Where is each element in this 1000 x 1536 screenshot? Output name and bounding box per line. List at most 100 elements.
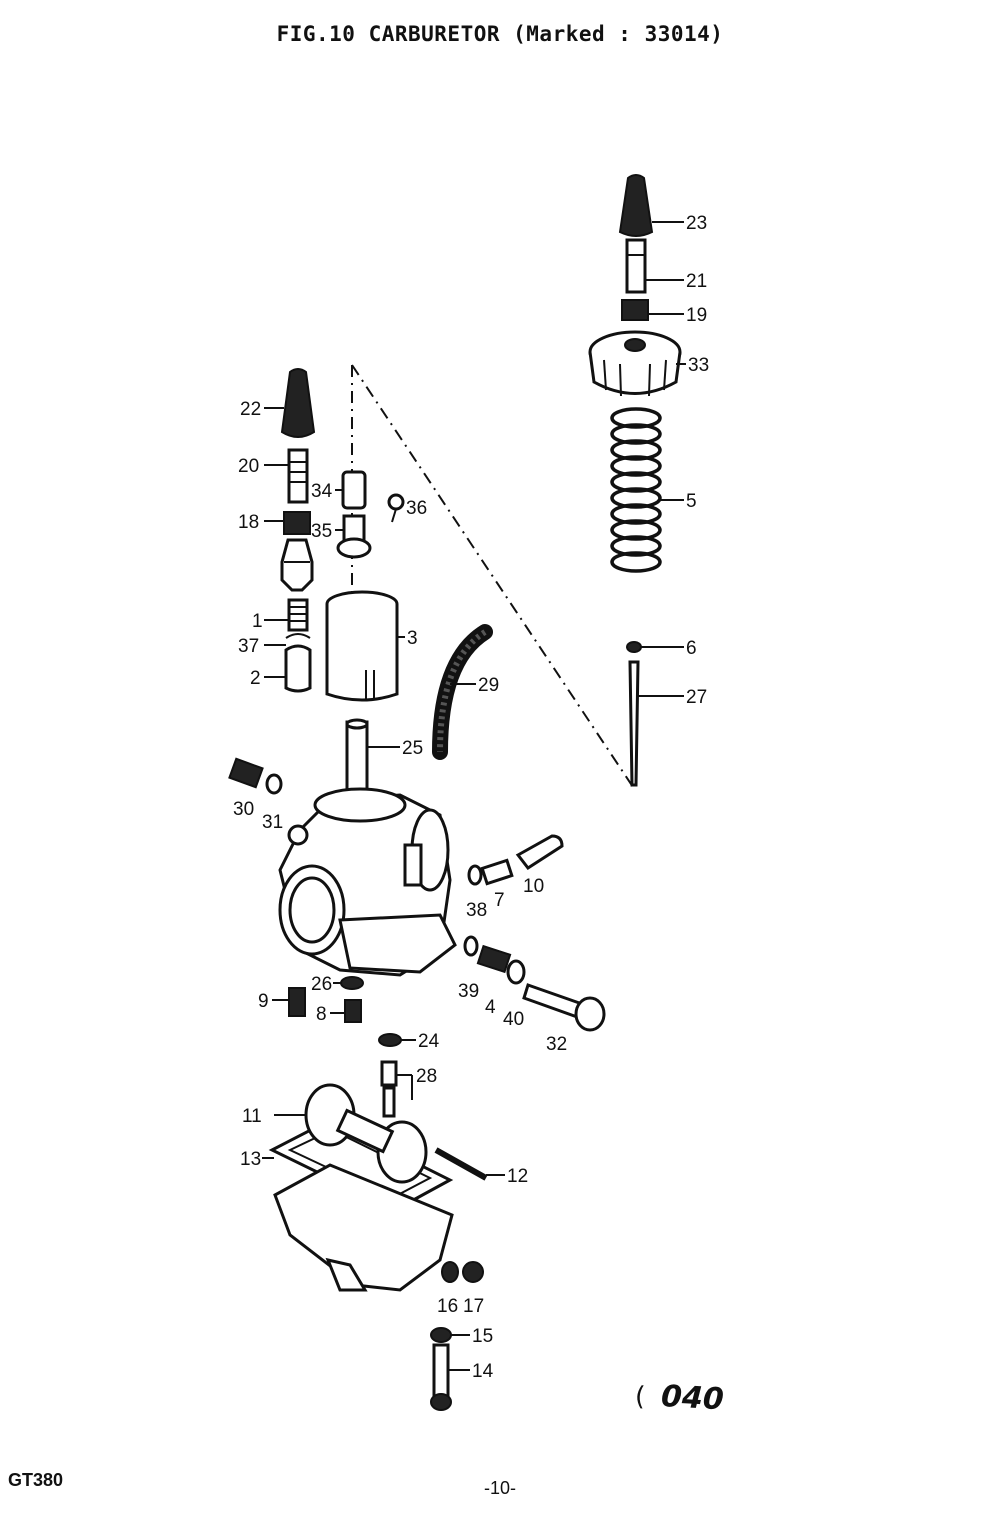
part-21-cable-adjuster: [625, 238, 647, 294]
callout-14: 14: [472, 1361, 494, 1382]
callout-30: 30: [233, 799, 254, 820]
callout-19: 19: [686, 305, 707, 326]
part-5-throttle-valve-spring: [610, 407, 662, 573]
spring-coil: [610, 439, 662, 461]
part-11-float: [304, 1083, 428, 1184]
part-22-cable-boot: [280, 368, 316, 438]
callout-4: 4: [485, 997, 496, 1018]
model-code: GT380: [8, 1470, 64, 1490]
part-1-plunger-spring: [287, 598, 309, 632]
part-36-screw: [387, 493, 405, 523]
callout-16: 16: [437, 1296, 458, 1317]
callout-27: 27: [686, 687, 707, 708]
part-14-bolt: [430, 1343, 452, 1411]
spring-coil: [610, 535, 662, 557]
stamp-mark: (: [634, 1381, 646, 1413]
callout-6: 6: [686, 638, 697, 659]
spring-coil: [610, 503, 662, 525]
part-33-mixing-chamber-cap: [588, 330, 682, 397]
callout-23: 23: [686, 213, 707, 234]
starter-plunger-body: [280, 538, 314, 592]
callout-1: 1: [252, 611, 263, 632]
callout-32: 32: [546, 1034, 567, 1055]
part-34-cap: [341, 470, 367, 510]
callout-5: 5: [686, 491, 697, 512]
part-39-washer: [463, 935, 479, 957]
stamp-code: 040: [660, 1379, 725, 1418]
part-24-washer: [378, 1033, 402, 1047]
part-23-cable-boot: [618, 174, 654, 237]
callout-35: 35: [311, 521, 332, 542]
part-40-o-ring: [506, 959, 526, 985]
spring-coil: [610, 551, 662, 573]
callout-33: 33: [688, 355, 709, 376]
callout-18: 18: [238, 512, 259, 533]
part-18-lock-nut: [283, 511, 311, 535]
callout-28: 28: [416, 1066, 437, 1087]
callout-38: 38: [466, 900, 487, 921]
part-2-starter-plunger: [284, 644, 312, 693]
page-number: -10-: [483, 1478, 516, 1498]
part-27-jet-needle: [628, 660, 640, 787]
callout-20: 20: [238, 456, 259, 477]
spring-coil: [610, 423, 662, 445]
part-20-cable-adjuster: [287, 448, 309, 504]
callout-36: 36: [406, 498, 427, 519]
callout-2: 2: [250, 668, 261, 689]
assembly-line: [351, 364, 636, 791]
part-35-fitting: [336, 514, 372, 559]
callout-12: 12: [507, 1166, 528, 1187]
callout-29: 29: [478, 675, 499, 696]
callout-7: 7: [494, 890, 505, 911]
callout-11: 11: [242, 1106, 262, 1127]
callout-21: 21: [686, 271, 707, 292]
part-3-throttle-valve: [325, 590, 399, 702]
callout-39: 39: [458, 981, 479, 1002]
part-6-needle-clip: [626, 641, 642, 653]
part-28-needle-valve: [380, 1060, 398, 1118]
callout-31: 31: [262, 812, 283, 833]
figure-title: FIG.10 CARBURETOR (Marked : 33014): [276, 22, 724, 46]
part-10-throttle-stop-screw: [515, 834, 564, 871]
part-12-float-pin: [434, 1147, 488, 1181]
callout-34: 34: [311, 481, 333, 502]
part-38-washer: [467, 864, 483, 886]
part-31-o-ring: [265, 773, 283, 795]
part-7-spring: [480, 858, 514, 886]
callout-13: 13: [240, 1149, 261, 1170]
spring-coil: [610, 455, 662, 477]
part-26-washer: [340, 976, 364, 990]
reference-stamp: (040: [634, 1378, 725, 1418]
callout-10: 10: [523, 876, 544, 897]
spring-coil: [610, 407, 662, 429]
callout-40: 40: [503, 1009, 524, 1030]
part-9-jet: [288, 987, 306, 1017]
part-29-hose: [432, 624, 493, 760]
part-8-main-jet: [344, 999, 362, 1023]
part-4-spring: [476, 944, 512, 974]
callout-25: 25: [402, 738, 423, 759]
float-chamber-bowl: [273, 1163, 454, 1292]
part-37-clip: [285, 633, 311, 639]
spring-coil: [610, 487, 662, 509]
part-15-washer: [430, 1327, 452, 1343]
part-19-lock-nut: [621, 299, 649, 321]
leader-lines: [262, 221, 686, 1371]
part-16-plug: [441, 1261, 459, 1283]
callout-3: 3: [407, 628, 418, 649]
callout-15: 15: [472, 1326, 493, 1347]
callout-22: 22: [240, 399, 261, 420]
carburetor-body: [278, 787, 457, 977]
callout-8: 8: [316, 1004, 327, 1025]
callout-26: 26: [311, 974, 332, 995]
part-17-washer: [462, 1261, 484, 1283]
callout-17: 17: [463, 1296, 484, 1317]
callout-37: 37: [238, 636, 259, 657]
callout-9: 9: [258, 991, 269, 1012]
spring-coil: [610, 519, 662, 541]
callout-labels: 23 21 19 33 5 6 27 22 20 18 1 37 2 34 35…: [233, 213, 709, 1382]
spring-coil: [610, 471, 662, 493]
part-30-air-screw-cap: [228, 757, 264, 789]
